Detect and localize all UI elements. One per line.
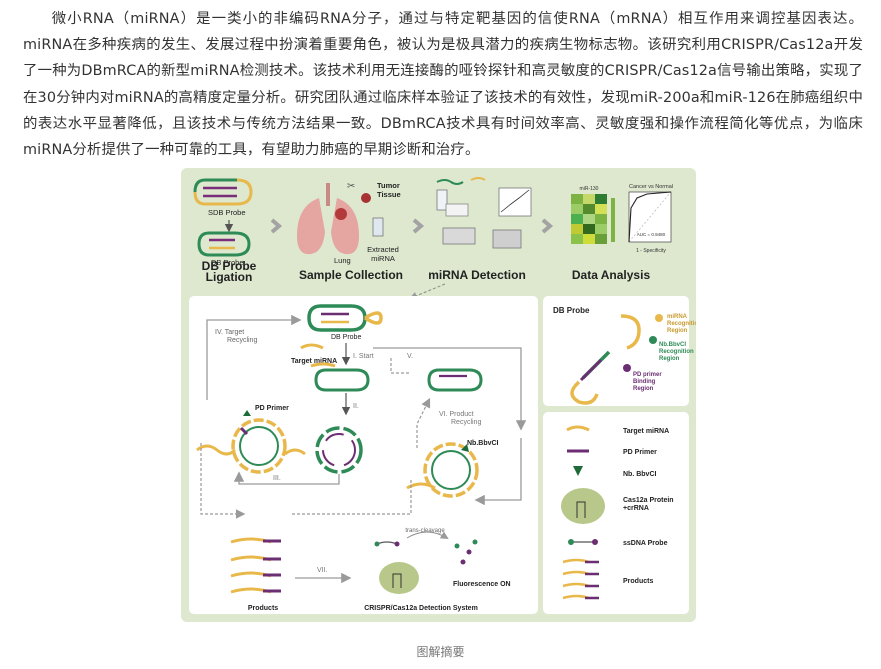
db-probe-icon: [197, 231, 251, 257]
roc-curve-chart: [628, 191, 672, 243]
probe-structure-diagram: DB Probe: [553, 306, 663, 405]
legend-item-nbbbvci: Nb. BbvCI: [623, 471, 657, 478]
roc-auc: AUC = 0.9480: [637, 232, 666, 237]
legend-cas12a-icon: [561, 488, 605, 524]
arrow-chevron-1: [270, 218, 283, 234]
arrow-chevron-2: [412, 218, 425, 234]
step-data-analysis-title: Data Analysis: [572, 268, 651, 282]
sdb-probe-label: SDB Probe: [208, 208, 246, 217]
tissue-icon: [361, 193, 371, 203]
legend-products-icon: [562, 558, 599, 600]
cas12a-system: trans-cleavage: [374, 528, 478, 594]
step-5-label: V.: [407, 353, 413, 360]
legend-item-ssdna: ssDNA Probe: [623, 540, 668, 547]
crispr-system-label: CRISPR/Cas12a Detection System: [364, 605, 478, 612]
scissors-icon: ✂: [347, 181, 355, 192]
article-body: 微小RNA（miRNA）是一类小的非编码RNA分子，通过与特定靶基因的信使RNA…: [23, 6, 863, 163]
roc-title: Cancer vs Normal: [629, 184, 673, 190]
mech-pd-primer-label: PD Primer: [255, 405, 289, 412]
step-2-label: II.: [353, 403, 359, 410]
step-mirna-detection-title: miRNA Detection: [428, 268, 526, 282]
zoom-connector: [409, 283, 446, 300]
legend-nbbbvci-icon: [573, 466, 583, 476]
step-start-label: I. Start: [353, 353, 374, 360]
products-strands: [230, 537, 281, 594]
step-7-label: VII.: [317, 567, 328, 574]
probe-region-1: miRNARecognitionRegion: [667, 314, 696, 334]
sdb-probe-icon: [193, 178, 253, 206]
mech-nbbbvci-label: Nb.BbvCI: [467, 440, 499, 447]
trans-cleavage-label: trans-cleavage: [405, 528, 445, 534]
probe-structure-title: DB Probe: [553, 306, 590, 315]
mech-db-probe-label: DB Probe: [331, 334, 361, 341]
mech-products-label: Products: [248, 605, 278, 612]
heatmap-title: miR-130: [580, 186, 599, 192]
step-3-label: III.: [273, 475, 281, 482]
roc-xlabel: 1 - Specificity: [636, 248, 666, 254]
legend-item-cas12a: Cas12a Protein+crRNA: [623, 497, 674, 512]
lung-label: Lung: [334, 256, 351, 265]
legend: Target miRNA PD Primer Nb. BbvCI Cas12a …: [561, 425, 674, 600]
legend-item-target-mirna: Target miRNA: [623, 428, 669, 435]
article-paragraph: 微小RNA（miRNA）是一类小的非编码RNA分子，通过与特定靶基因的信使RNA…: [23, 11, 863, 159]
legend-target-mirna-icon: [566, 425, 590, 432]
fluorescence-on-label: Fluorescence ON: [453, 581, 511, 588]
arrow-chevron-3: [541, 218, 554, 234]
legend-item-pd-primer: PD Primer: [623, 449, 657, 456]
detection-instruments-icon: [436, 177, 532, 249]
legend-panel: [543, 412, 689, 614]
step-sample-collection-title: Sample Collection: [299, 268, 403, 282]
mechanism-diagram: DB Probe Target miRNA I. Start II. PD Pr…: [196, 304, 527, 612]
heatmap-chart: [571, 194, 615, 244]
figure-caption: 图解摘要: [416, 645, 465, 659]
lung-icon: [297, 183, 359, 255]
mech-target-mirna-label: Target miRNA: [291, 358, 337, 365]
legend-item-products: Products: [623, 578, 653, 585]
probe-structure-panel: [543, 296, 689, 406]
tube-icon: [372, 217, 384, 237]
db-probe-label: DB Probe: [211, 258, 244, 267]
